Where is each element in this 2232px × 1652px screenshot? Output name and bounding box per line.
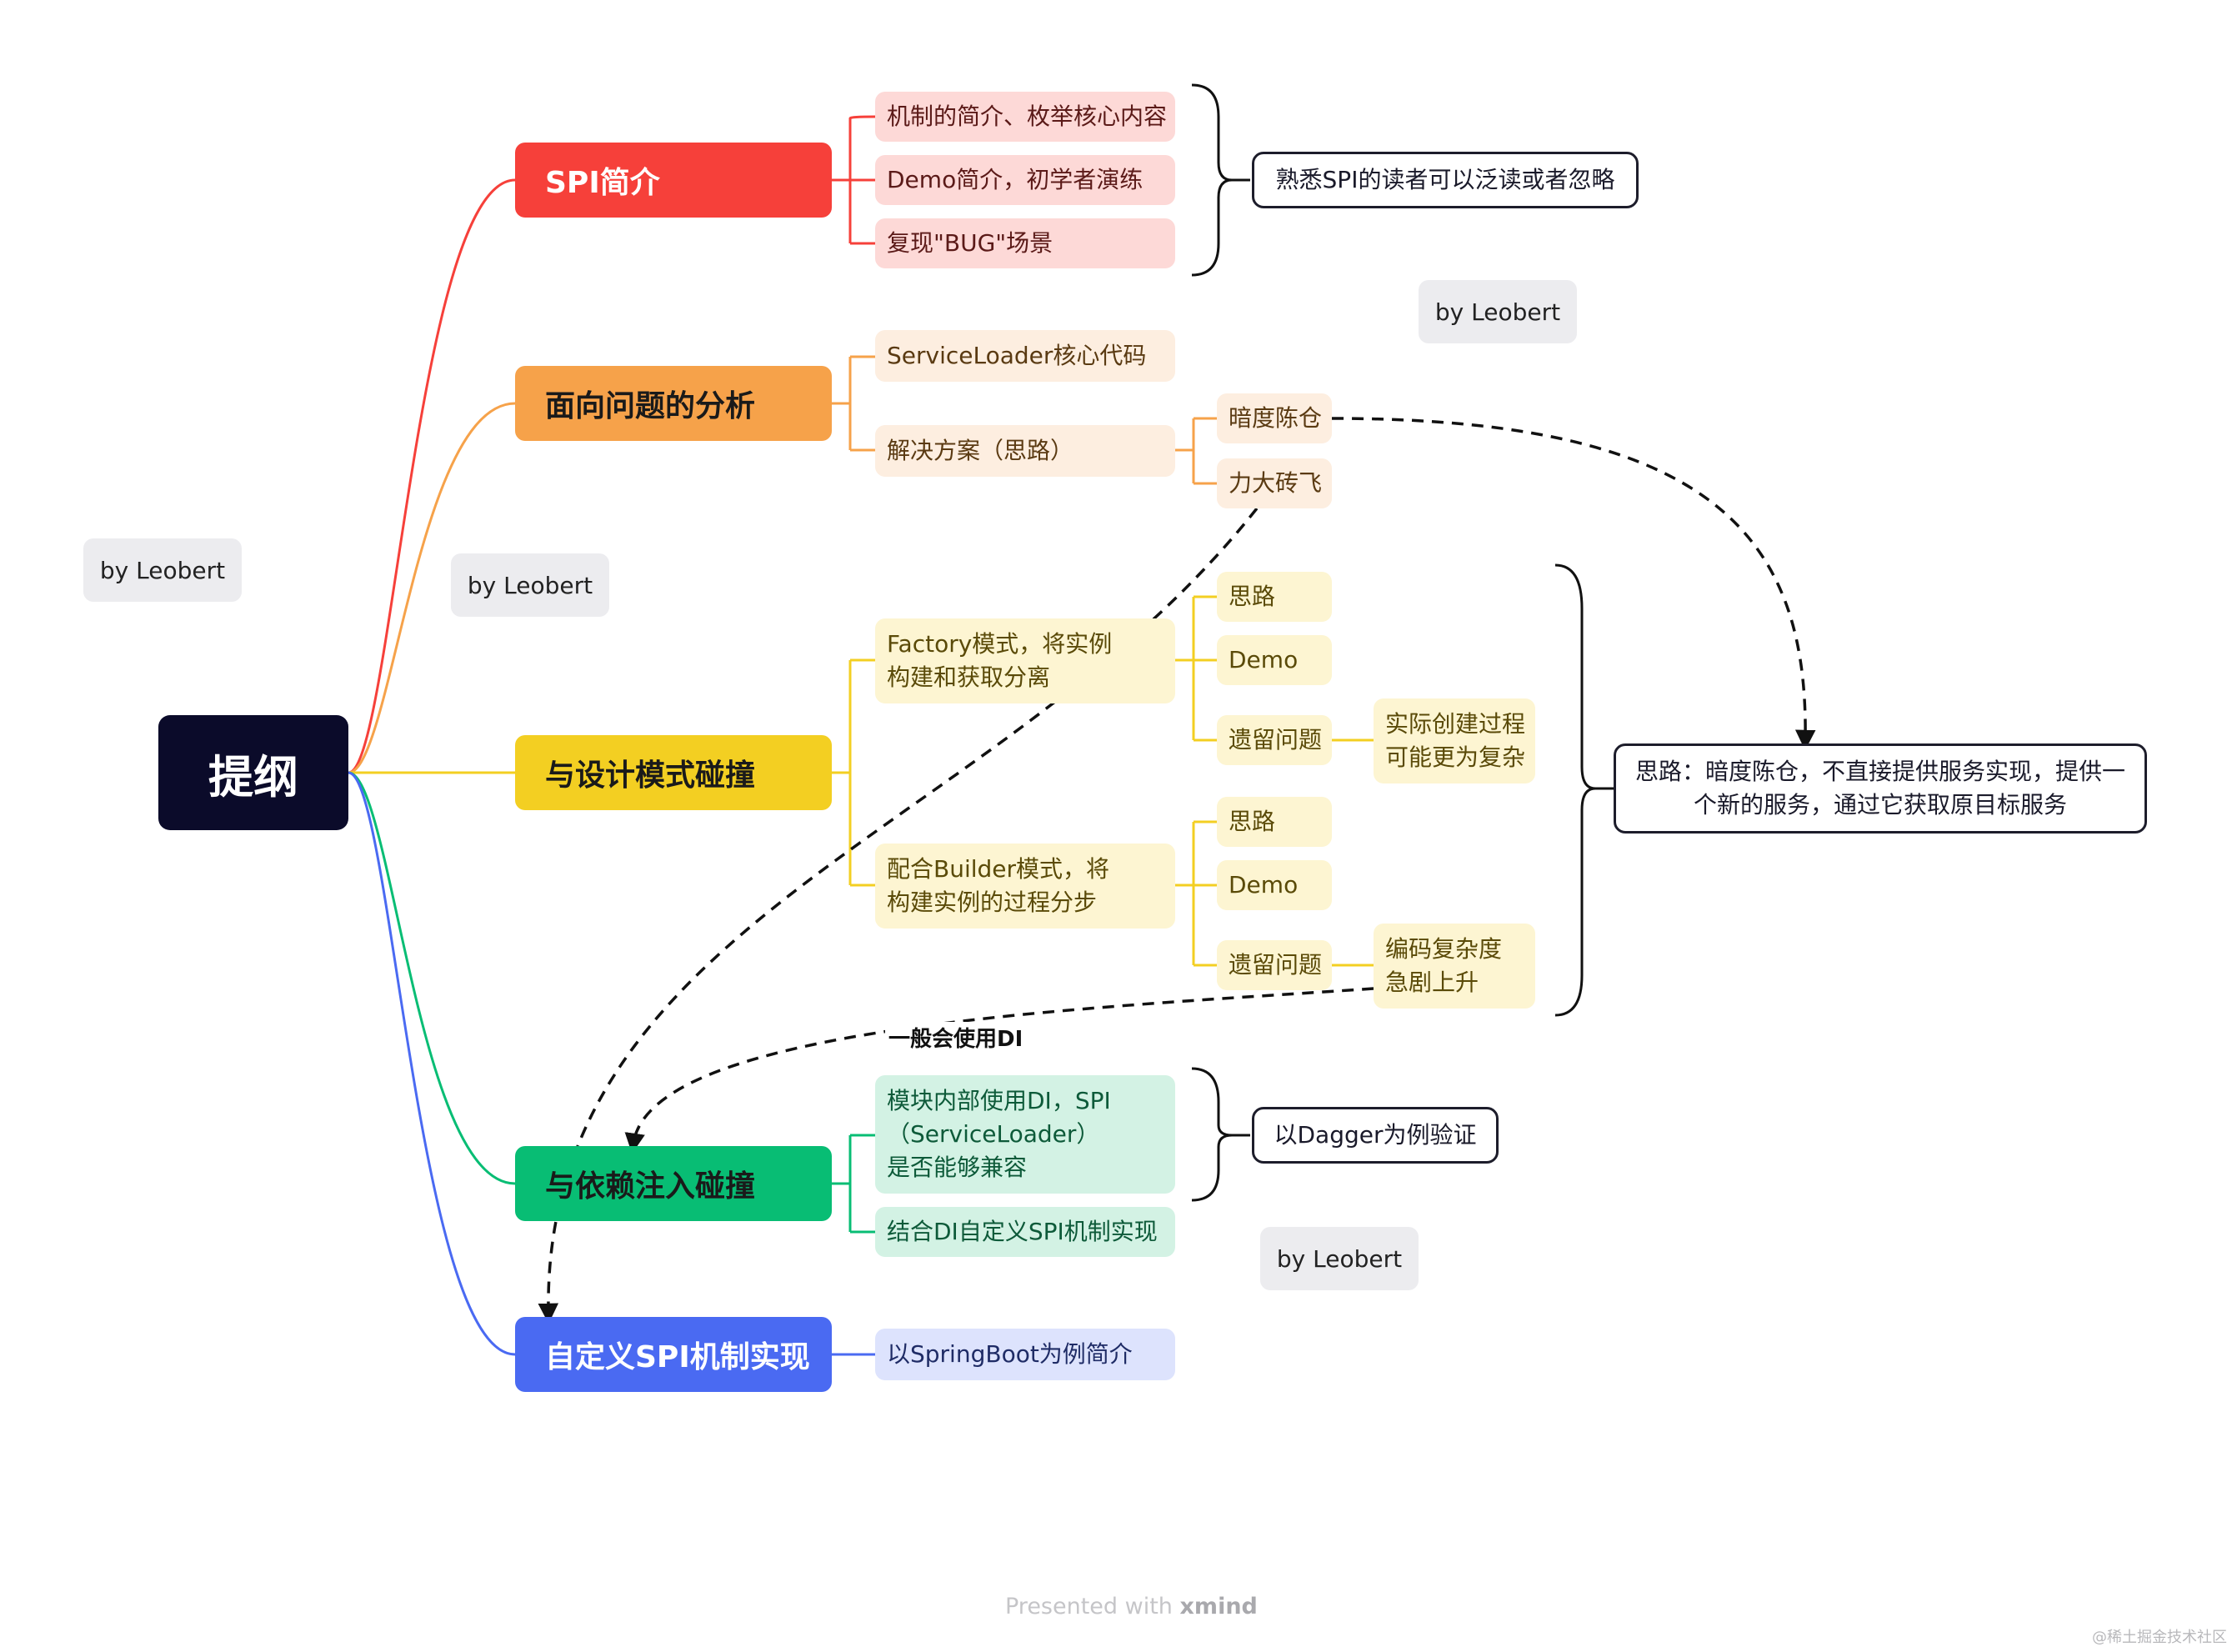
approach-lidazhuanfei[interactable]: 力大砖飞 xyxy=(1217,458,1332,508)
main-node-dependency-injection[interactable]: 与依赖注入碰撞 xyxy=(515,1146,832,1221)
footer-prefix: Presented with xyxy=(1005,1594,1173,1619)
root-node-outline[interactable]: 提纲 xyxy=(158,715,348,830)
factory-idea[interactable]: 思路 xyxy=(1217,572,1332,622)
builder-idea[interactable]: 思路 xyxy=(1217,797,1332,847)
branch-line-spi-intro xyxy=(348,178,516,774)
main-node-spi-intro[interactable]: SPI简介 xyxy=(515,143,832,218)
di-brace xyxy=(1191,1067,1233,1202)
factory-remaining-issue[interactable]: 遗留问题 xyxy=(1217,715,1332,765)
main-node-custom-spi[interactable]: 自定义SPI机制实现 xyxy=(515,1317,832,1392)
factory-bracket xyxy=(1175,595,1217,742)
presented-with-footer: Presented with xmind xyxy=(1005,1594,1258,1619)
analysis-core-code[interactable]: ServiceLoader核心代码 xyxy=(875,330,1175,382)
di-summary-note[interactable]: 以Dagger为例验证 xyxy=(1252,1107,1499,1164)
branch-line-custom-spi xyxy=(348,771,516,1356)
spi-intro-bracket xyxy=(832,115,876,245)
main-node-design-patterns[interactable]: 与设计模式碰撞 xyxy=(515,735,832,810)
spi-intro-brace xyxy=(1191,83,1233,277)
spi-intro-bug-scene[interactable]: 复现"BUG"场景 xyxy=(875,218,1175,268)
builder-issue-detail[interactable]: 编码复杂度 急剧上升 xyxy=(1374,924,1535,1009)
relation-builder-issue-to-di xyxy=(624,987,1374,1154)
byline-label: by Leobert xyxy=(1419,280,1577,343)
byline-label: by Leobert xyxy=(83,538,242,602)
builder-bracket xyxy=(1175,820,1217,967)
di-custom-spi[interactable]: 结合DI自定义SPI机制实现 xyxy=(875,1207,1175,1257)
byline-label: by Leobert xyxy=(1260,1227,1419,1290)
builder-remaining-issue[interactable]: 遗留问题 xyxy=(1217,940,1332,990)
factory-pattern[interactable]: Factory模式，将实例 构建和获取分离 xyxy=(875,618,1175,703)
spi-intro-demo[interactable]: Demo简介，初学者演练 xyxy=(875,155,1175,205)
approach-anducangcang[interactable]: 暗度陈仓 xyxy=(1217,393,1332,443)
spi-intro-mechanism[interactable]: 机制的简介、枚举核心内容 xyxy=(875,92,1175,142)
builder-pattern[interactable]: 配合Builder模式，将 构建实例的过程分步 xyxy=(875,844,1175,929)
design-patterns-brace xyxy=(1554,563,1596,1017)
branch-line-analysis xyxy=(348,402,516,774)
analysis-bracket xyxy=(832,355,875,452)
watermark: @稀土掘金技术社区 xyxy=(2092,1629,2227,1646)
main-node-problem-analysis[interactable]: 面向问题的分析 xyxy=(515,366,832,441)
analysis-solution[interactable]: 解决方案（思路） xyxy=(875,425,1175,477)
factory-demo[interactable]: Demo xyxy=(1217,635,1332,685)
factory-issue-detail[interactable]: 实际创建过程 可能更为复杂 xyxy=(1374,698,1535,783)
branch-line-di xyxy=(348,771,516,1185)
di-module-compat[interactable]: 模块内部使用DI，SPI （ServiceLoader） 是否能够兼容 xyxy=(875,1075,1175,1194)
design-patterns-bracket xyxy=(832,658,875,887)
di-edge-label: 一般会使用DI xyxy=(885,1022,1027,1053)
spi-intro-summary-note[interactable]: 熟悉SPI的读者可以泛读或者忽略 xyxy=(1252,152,1639,208)
design-patterns-summary-note[interactable]: 思路：暗度陈仓，不直接提供服务实现，提供一 个新的服务，通过它获取原目标服务 xyxy=(1614,743,2147,834)
di-bracket xyxy=(832,1134,875,1234)
builder-demo[interactable]: Demo xyxy=(1217,860,1332,910)
xmind-brand: xmind xyxy=(1179,1594,1258,1619)
custom-spi-springboot[interactable]: 以SpringBoot为例简介 xyxy=(875,1329,1175,1380)
byline-label: by Leobert xyxy=(451,553,609,617)
relation-anducangcang-to-note xyxy=(1331,417,1816,751)
solution-bracket xyxy=(1175,417,1217,485)
